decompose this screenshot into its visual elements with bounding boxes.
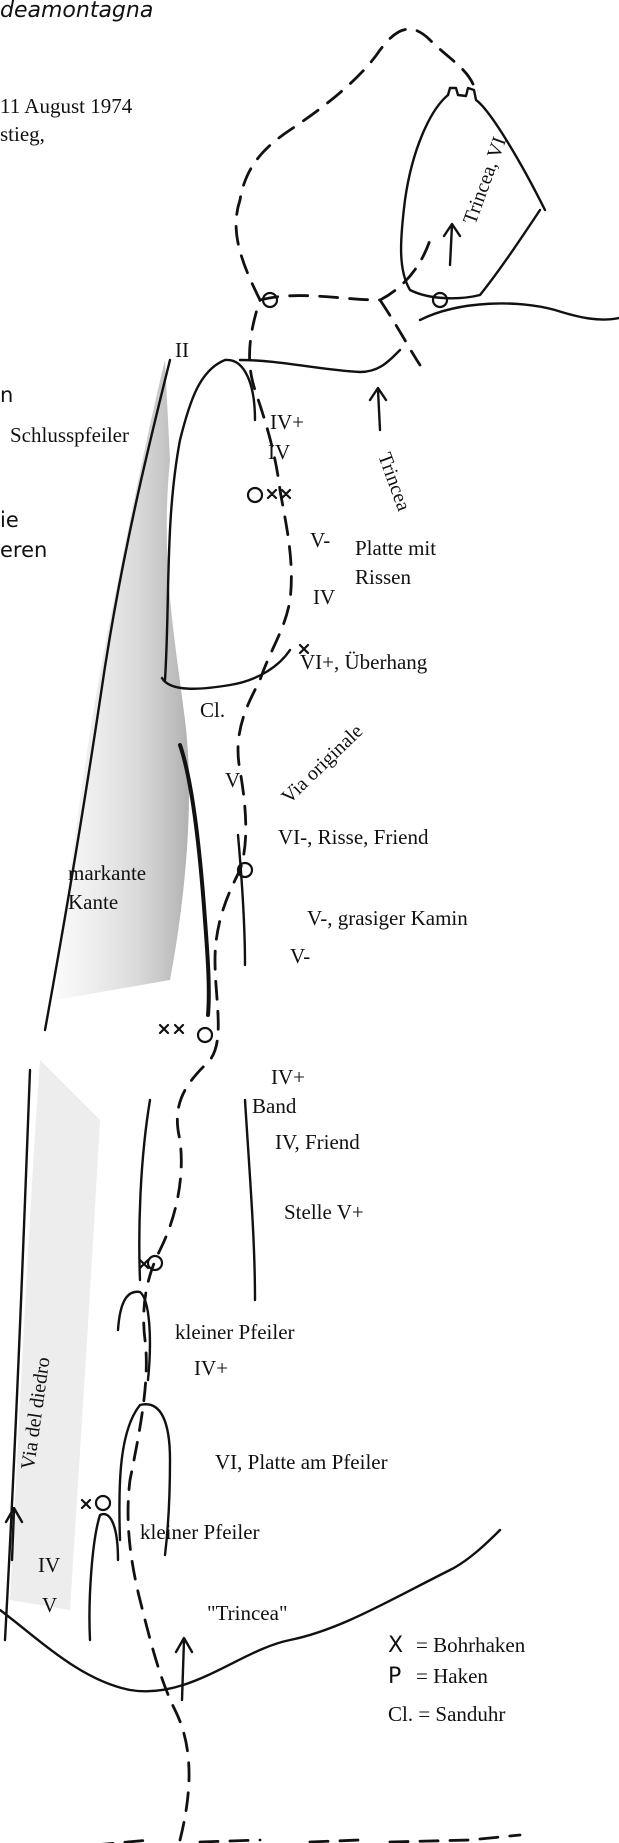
label-band: Band xyxy=(252,1096,296,1117)
arrow-trincea-bottom xyxy=(176,1638,192,1700)
belay-ring-7 xyxy=(96,1496,110,1510)
middle-section-left xyxy=(139,1100,150,1280)
bolt-label: = Bohrhaken xyxy=(416,1633,525,1657)
grade-v-minus-top: V- xyxy=(310,530,330,551)
legend-thread: Cl. = Sanduhr xyxy=(388,1702,505,1727)
label-v-minus-kamin: V-, grasiger Kamin xyxy=(307,908,468,929)
legend-piton: P= Haken xyxy=(388,1664,488,1689)
label-trincea-bottom: "Trincea" xyxy=(207,1603,288,1624)
label-vi-platte: VI, Platte am Pfeiler xyxy=(215,1452,388,1473)
piton-label: = Haken xyxy=(416,1664,488,1688)
grade-iv-bottom: IV xyxy=(38,1555,60,1576)
label-rissen: Rissen xyxy=(355,567,411,588)
label-vi-plus-ueberhang: VI+, Überhang xyxy=(300,652,427,673)
arrow-trincea-vi xyxy=(444,224,460,265)
arrow-trincea xyxy=(370,388,386,430)
grade-v-minus-kamin: V- xyxy=(290,946,310,967)
legend-bolt: X= Bohrhaken xyxy=(388,1633,525,1658)
grade-v-bottom: V xyxy=(42,1595,57,1616)
grade-ii: II xyxy=(175,340,189,361)
belay-ring-2 xyxy=(433,293,447,307)
side-fragment-2: ie xyxy=(0,510,19,531)
route-dashed-top xyxy=(260,240,430,300)
label-markante: markante xyxy=(68,863,146,884)
label-kleiner-pfeiler-2: kleiner Pfeiler xyxy=(140,1522,260,1543)
grade-iv-mid: IV xyxy=(313,587,335,608)
grade-v-kante: V xyxy=(225,770,240,791)
grade-iv-top: IV xyxy=(268,442,290,463)
label-iv-friend: IV, Friend xyxy=(275,1132,360,1153)
grade-iv-plus-top: IV+ xyxy=(270,412,304,433)
header-title: deamontagna xyxy=(0,0,153,22)
label-cl: Cl. xyxy=(200,700,225,721)
label-stelle-v-plus: Stelle V+ xyxy=(284,1202,364,1223)
middle-section-right xyxy=(245,1100,255,1300)
label-schlusspfeiler: Schlusspfeiler xyxy=(10,425,129,446)
bolt-symbol: X xyxy=(388,1633,416,1658)
route-bottom-right xyxy=(390,1835,520,1842)
piton-symbol: P xyxy=(388,1664,416,1689)
rock-shading-lower xyxy=(10,1060,100,1610)
side-fragment-1: n xyxy=(0,385,13,406)
belay-ring-3 xyxy=(248,488,262,502)
schlusspfeiler-outline xyxy=(165,360,255,680)
route-trincea-dashed xyxy=(380,300,420,365)
schlusspfeiler-base xyxy=(162,650,290,689)
header-line2: stieg, xyxy=(0,124,45,145)
label-kante: Kante xyxy=(68,892,118,913)
belay-ring-5 xyxy=(198,1028,212,1042)
route-dashed-upper xyxy=(236,29,475,300)
grade-iv-plus-pfeiler: IV+ xyxy=(194,1358,228,1379)
label-kleiner-pfeiler-1: kleiner Pfeiler xyxy=(175,1322,295,1343)
top-ledge xyxy=(240,350,400,372)
header-date: 11 August 1974 xyxy=(0,96,132,117)
belay-ring-6 xyxy=(148,1256,162,1270)
side-fragment-3: eren xyxy=(0,540,47,561)
label-platte-mit: Platte mit xyxy=(355,538,436,559)
summit-ridge xyxy=(420,303,619,320)
kleiner-pfeiler-2 xyxy=(89,1514,118,1640)
label-vi-minus-risse: VI-, Risse, Friend xyxy=(278,827,429,848)
grade-iv-plus-band: IV+ xyxy=(271,1067,305,1088)
